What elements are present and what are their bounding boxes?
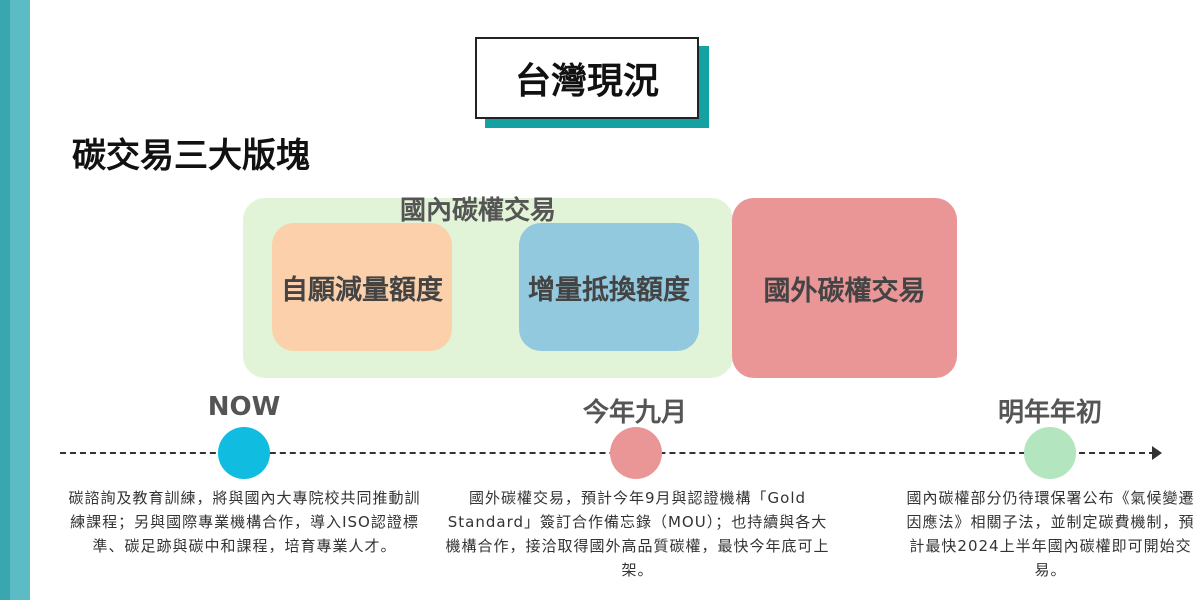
phase-description-now: 碳諮詢及教育訓練，將與國內大專院校共同推動訓練課程；另與國際專業機構合作，導入I… (68, 489, 421, 555)
timeline-arrow-icon (1152, 446, 1162, 460)
left-accent-bar (0, 0, 30, 600)
phase-description-next-year: 國內碳權部分仍待環保署公布《氣候變遷因應法》相關子法，並制定碳費機制，預計最快2… (906, 489, 1195, 579)
international-trading-card: 國外碳權交易 (732, 198, 957, 378)
offset-credit-card: 增量抵換額度 (519, 223, 699, 351)
timeline-dot-now (218, 427, 270, 479)
phase-description-september: 國外碳權交易，預計今年9月與認證機構「Gold Standard」簽訂合作備忘錄… (445, 489, 830, 579)
left-accent-bar-inner (0, 0, 10, 600)
phase-label-next-year: 明年年初 (997, 398, 1102, 428)
domestic-trading-label: 國內碳權交易 (400, 196, 557, 226)
voluntary-reduction-card: 自願減量額度 (272, 223, 452, 351)
section-heading: 碳交易三大版塊 (72, 136, 310, 176)
phase-label-september: 今年九月 (582, 398, 687, 428)
timeline-dot-next-year (1024, 427, 1076, 479)
page-title: 台灣現況 (475, 37, 699, 119)
timeline-dot-september (610, 427, 662, 479)
timeline-line (60, 452, 1155, 454)
phase-label-now: NOW (207, 392, 281, 422)
